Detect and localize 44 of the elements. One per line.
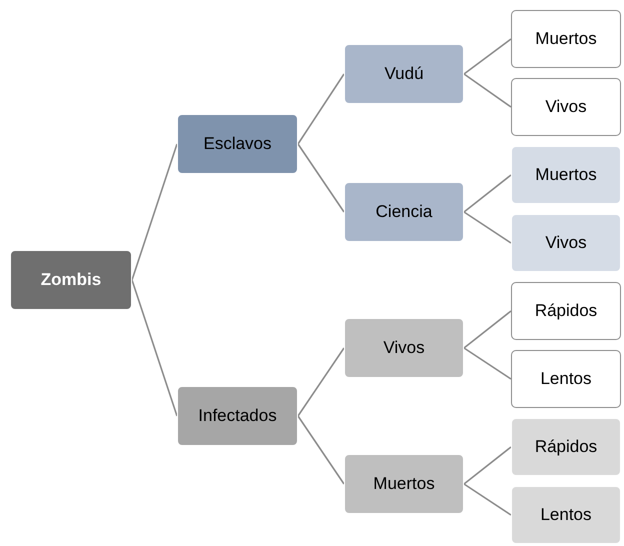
connector-line (464, 211, 512, 244)
node-label: Ciencia (376, 202, 432, 222)
connector-line (131, 280, 178, 416)
tree-node-box (177, 386, 298, 446)
node-label: Zombis (40, 270, 102, 290)
connector-line (464, 38, 512, 75)
tree-node-box (344, 182, 464, 242)
tree-node-box (344, 44, 464, 104)
connector-line (297, 74, 345, 144)
tree-node-box (511, 282, 621, 340)
connector-line (464, 310, 512, 349)
connector-line (464, 483, 512, 516)
tree-node-box (511, 78, 621, 136)
node-label: Vivos (383, 338, 425, 358)
node-label: Infectados (198, 406, 277, 426)
node-label: Vivos (545, 97, 587, 117)
connector-line (464, 347, 512, 380)
tree-node-box (511, 146, 621, 204)
tree-node-box (344, 454, 464, 514)
node-label: Muertos (535, 165, 597, 185)
node-label: Muertos (535, 29, 597, 49)
node-label: Muertos (373, 474, 435, 494)
tree-node-box (511, 418, 621, 476)
node-label: Vudú (384, 64, 424, 84)
connector-line (297, 348, 345, 416)
node-label: Vivos (545, 233, 587, 253)
connector-line (464, 73, 512, 108)
connector-line (297, 144, 345, 212)
connector-line (297, 416, 345, 484)
node-label: Esclavos (203, 134, 272, 154)
tree-node-box (344, 318, 464, 378)
connector-line (464, 174, 512, 213)
node-label: Lentos (540, 505, 592, 525)
tree-node-box (177, 114, 298, 174)
tree-node-box (10, 250, 132, 310)
tree-node-box (511, 10, 621, 68)
tree-node-box (511, 214, 621, 272)
tree-node-box (511, 486, 621, 544)
connector-line (131, 144, 178, 280)
node-label: Rápidos (534, 301, 598, 321)
node-label: Lentos (540, 369, 592, 389)
connector-line (464, 446, 512, 485)
node-label: Rápidos (534, 437, 598, 457)
tree-node-box (511, 350, 621, 408)
